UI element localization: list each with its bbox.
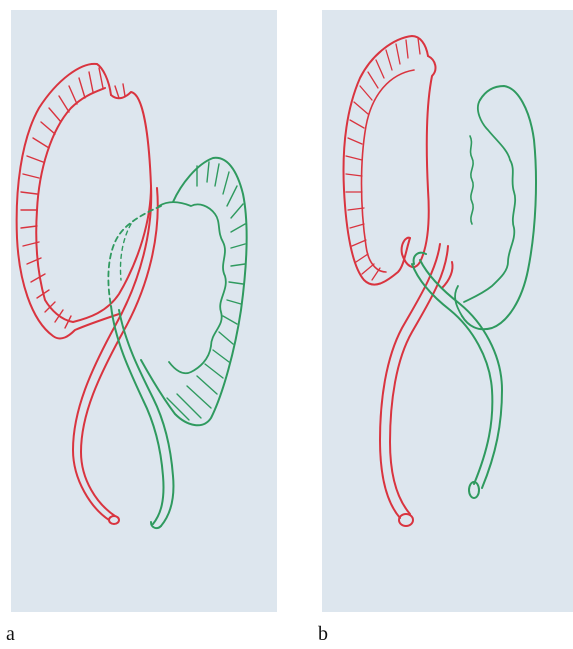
panel-b-svg — [322, 10, 573, 612]
red-limb-end — [399, 514, 413, 526]
red-loop-inner-contour — [402, 56, 436, 267]
red-loop-inner-wall — [362, 70, 415, 272]
red-loop-outer-contour — [17, 64, 119, 339]
panel-a-svg — [11, 10, 277, 612]
green-limb-end — [151, 522, 161, 528]
panel-a-caption: a — [6, 624, 15, 644]
red-limb-right — [81, 188, 158, 516]
green-connector — [455, 286, 462, 316]
panel-a-drawing — [11, 10, 277, 612]
green-mucosa-squiggle — [470, 136, 473, 224]
green-loop-hatching — [167, 162, 245, 420]
green-loop-inner-contour — [159, 202, 226, 373]
red-loop-outer-contour — [344, 36, 428, 285]
green-loop-hidden-segment-inner — [120, 224, 131, 280]
red-limb-end — [109, 516, 119, 524]
green-limb-right — [119, 310, 174, 526]
panel-b-caption: b — [318, 624, 328, 644]
panel-b-drawing — [322, 10, 573, 612]
red-limb-left — [380, 244, 440, 518]
green-limb-left — [111, 306, 164, 524]
